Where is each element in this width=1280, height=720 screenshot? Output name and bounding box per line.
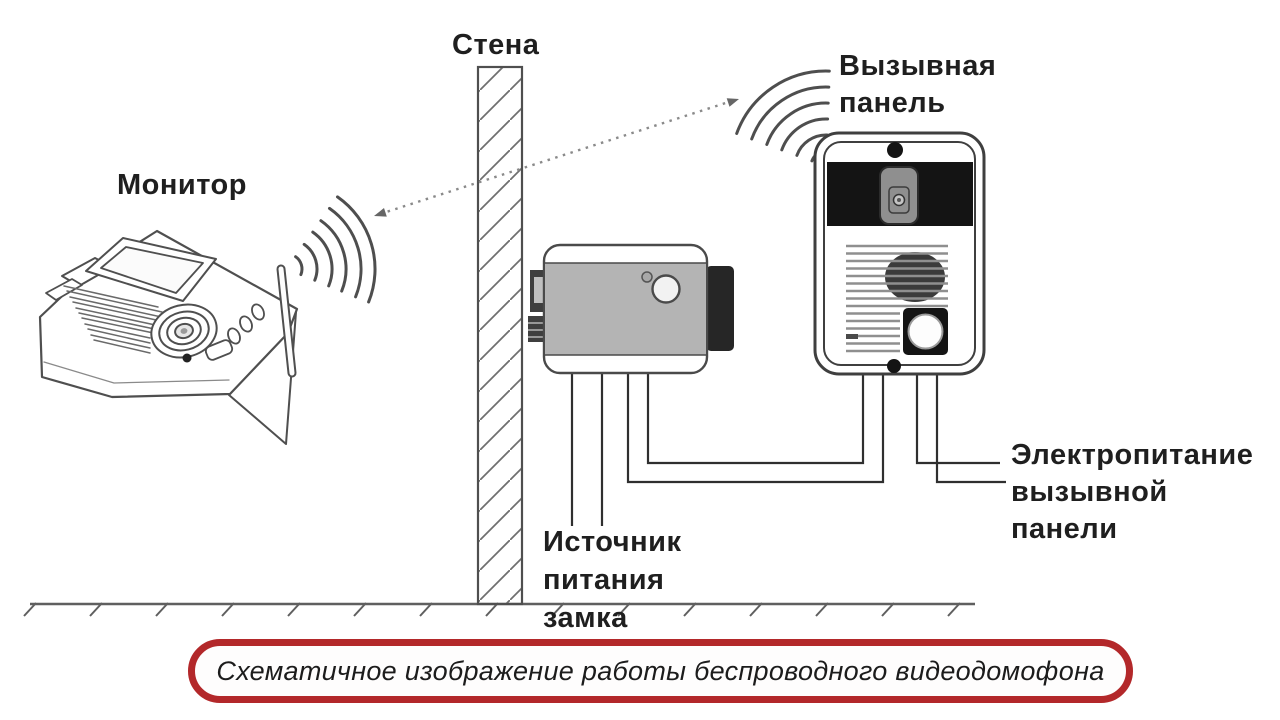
call-button-icon [903,308,948,355]
monitor-device-icon [38,229,299,445]
screw-icon [887,359,901,373]
antenna-icon [276,264,297,378]
call-panel-label: Вызывная панель [839,50,997,119]
electric-lock-icon [528,243,734,375]
wall-label: Стена [452,29,540,61]
caption-box: Схематичное изображение работы беспровод… [188,639,1133,703]
monitor-label: Монитор [117,169,247,201]
wireless-signal-icon [294,195,377,304]
screw-icon [887,142,903,158]
speaker-grille-icon [63,285,183,354]
wireless-link-arrow-icon [374,98,739,217]
lock-power-label: Источник питания замка [543,526,682,634]
wall-hatch-icon [476,65,524,606]
call-panel-icon [813,131,986,376]
caption-text: Схематичное изображение работы беспровод… [216,655,1105,686]
camera-icon [879,166,919,225]
wire-icon [570,374,1006,526]
panel-power-label: Электропитание вызывной панели [1011,439,1254,545]
speaker-grille-icon [846,244,948,353]
